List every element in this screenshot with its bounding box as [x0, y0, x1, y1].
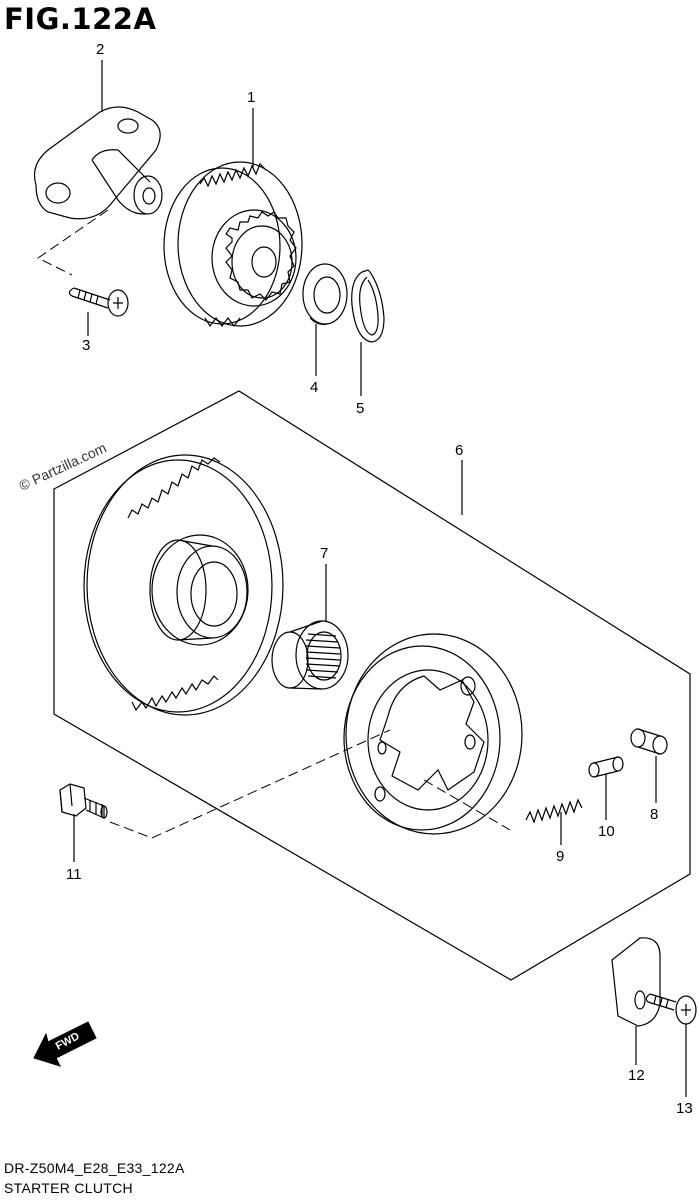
- part-5-circlip[interactable]: [351, 269, 385, 343]
- callout-8: 8: [650, 806, 658, 823]
- part-6-clutch-housing[interactable]: [343, 633, 523, 835]
- figure-title: FIG.122A: [4, 2, 157, 36]
- section-title: STARTER CLUTCH: [4, 1180, 133, 1196]
- assembly-guide-lines: [37, 209, 511, 839]
- callout-13: 13: [676, 1100, 693, 1117]
- callout-5: 5: [356, 400, 364, 417]
- part-6-starter-gear[interactable]: [83, 454, 284, 716]
- callout-1: 1: [247, 89, 255, 106]
- part-11-bolt[interactable]: [59, 783, 108, 819]
- fwd-arrow-icon: FWD: [33, 1021, 97, 1067]
- assembly-6-frame: [53, 390, 691, 981]
- callout-3: 3: [82, 337, 90, 354]
- part-7-bearing[interactable]: [271, 620, 349, 690]
- part-2-bracket[interactable]: [33, 106, 163, 220]
- callout-2: 2: [96, 41, 104, 58]
- part-3-screw[interactable]: [68, 287, 129, 317]
- leader-lines: [73, 60, 687, 1097]
- callout-7: 7: [320, 545, 328, 562]
- callout-4: 4: [310, 379, 318, 396]
- watermark-text: © Partzilla.com: [17, 439, 109, 493]
- callout-12: 12: [628, 1067, 645, 1084]
- part-1-gear[interactable]: [163, 161, 303, 328]
- part-9-spring[interactable]: [525, 798, 583, 824]
- part-12-plate[interactable]: [611, 937, 661, 1027]
- callout-6: 6: [455, 442, 463, 459]
- callout-11: 11: [66, 866, 82, 883]
- part-4-washer[interactable]: [302, 263, 348, 325]
- part-8-roller[interactable]: [630, 728, 668, 755]
- callout-10: 10: [598, 823, 615, 840]
- diagram-code: DR-Z50M4_E28_E33_122A: [4, 1160, 185, 1176]
- part-13-screw[interactable]: [645, 993, 697, 1025]
- callout-9: 9: [556, 848, 564, 865]
